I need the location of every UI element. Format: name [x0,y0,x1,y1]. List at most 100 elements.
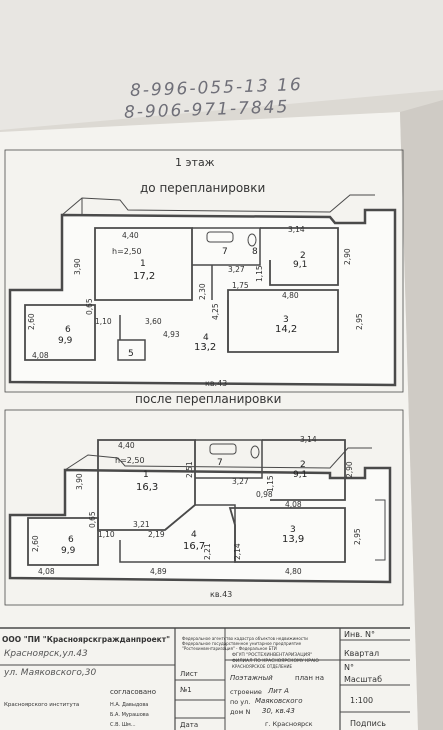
bti-line-5: ФИЛИАЛ ПО КРАСНОЯРСКОМУ КРАЮ [232,658,319,664]
after-bath-wall [195,439,263,479]
before-room-1-area: 17,2 [133,271,155,282]
stamp-sheet-label: Лист [180,670,198,678]
before-dim-15: 2,95 [355,313,364,330]
stamp-scale-label: Масштаб [344,675,382,684]
after-stair-label: кв.43 [210,590,232,599]
paper-shadow [400,100,443,730]
before-room-4-area: 13,2 [194,342,216,353]
after-room-3-wall [228,507,346,563]
after-frame [4,409,404,606]
bti-line-6: КРАСНОЯРСКОЕ ОТДЕЛЕНИЕ [232,664,292,669]
before-dim-12: 1,10 [95,317,112,326]
stamp-approved: согласовано [110,688,156,696]
before-dim-11: 0,65 [85,298,94,315]
after-room-4-wall [119,504,236,563]
after-room-6-area: 9,9 [61,546,76,556]
after-dim-14: 2,19 [148,530,165,539]
after-toilet [250,445,260,459]
before-dim-7: 1,15 [255,265,264,282]
after-room-1-area: 16,3 [136,482,158,493]
after-dim-4: 2,90 [345,461,354,478]
before-dim-9: 4,80 [282,291,299,300]
after-room-4-num: 4 [191,530,197,540]
stamp-scale-val: 1:100 [350,696,373,705]
stamp-person-2: Б.А. Мурашова [110,712,149,718]
after-room-1-num: 1 [143,470,149,480]
after-room-7-num: 7 [217,458,223,468]
after-dim-11: 0,65 [88,511,97,528]
before-dim-4: 2,90 [343,248,352,265]
before-dim-10: 2,60 [27,313,36,330]
before-room-6-area: 9,9 [58,336,73,346]
after-dim-15: 2,21 [203,543,212,560]
after-room-4-area: 16,7 [183,541,205,552]
before-dim-8: 1,75 [232,281,249,290]
stamp-institute: Красноярского института [4,702,79,708]
stamp-inv-label: Инв. N° [344,630,375,639]
before-room-5-wall [117,339,146,361]
after-dim-5: 2,51 [185,461,194,478]
after-dim-20: 4,80 [285,567,302,576]
before-room-1-num: 1 [140,259,146,269]
after-room-3-area: 13,9 [282,534,304,545]
before-partitions [119,265,229,352]
stamp-date-label: Дата [180,721,198,729]
stamp-quarter-label: Квартал [344,649,379,658]
bti-line-4: ФГУП "РОСТЕХИНВЕНТАРИЗАЦИЯ" [232,652,312,658]
after-dim-18: 4,08 [38,567,55,576]
stamp-plan-of: план на [295,674,324,682]
stamp-building-val: Лит А [267,687,289,695]
after-room-2-wall [262,439,346,501]
after-dim-2: 3,14 [300,435,317,444]
stamp-org: ООО "ПИ "Красноярскгражданпроект" [2,635,170,644]
before-room-5-num: 5 [128,349,134,359]
before-outer-wall [8,208,397,387]
before-stair-label: кв.43 [205,379,227,388]
before-room-4-num: 4 [203,333,209,343]
before-dim-5: 2,30 [198,283,207,300]
after-bathtub [209,443,237,455]
after-dim-7: 0,98 [256,490,273,499]
after-balcony [375,499,386,561]
stamp-house-label: дом N [230,708,250,716]
stamp-hand-2: ул. Маяковского,30 [3,668,96,678]
after-room-6-wall [27,517,99,566]
after-dim-3: 3,90 [75,473,84,490]
after-room-3-num: 3 [290,525,296,535]
bti-line-1: Федеральное агентство кадастра объектов … [182,636,308,641]
before-dim-6: 3,27 [228,265,245,274]
floor-title: 1 этаж [175,156,215,169]
before-room-3-area: 14,2 [275,324,297,335]
stamp-building-label: строение [230,688,262,696]
before-room-8-num: 8 [252,247,258,257]
after-dim-13: 3,21 [133,520,150,529]
after-dim-9: 4,08 [285,500,302,509]
before-room-1-wall [94,227,193,301]
after-room-2-area: 9,1 [293,470,307,480]
after-room-6-num: 6 [68,535,74,545]
after-dim-12: 1,10 [98,530,115,539]
after-height-label: h=2,50 [115,456,145,465]
stamp-plan-label: Поэтажный [230,674,273,682]
stamp-city-val: г. Красноярск [265,720,313,728]
bti-line-3: "Ростехинвентаризация" - Федеральное БТИ [182,646,277,651]
before-room-7-num: 7 [222,247,228,257]
before-dim-14: 4,93 [163,330,180,339]
before-bathtub [206,231,234,243]
stamp-sheet-num: №1 [180,686,192,694]
before-room-2-area: 9,1 [293,260,307,270]
after-outer-wall [8,466,392,584]
top-paper-strip [0,0,443,130]
before-dim-2: 3,14 [288,225,305,234]
stamp-person-1: Н.А. Давыдова [110,702,148,708]
before-dim-1: 4,40 [122,231,139,240]
stamp-street-label: по ул. [230,698,250,706]
stamp-signature-label: Подпись [350,719,386,728]
before-room-2-wall [260,227,339,286]
after-dim-6: 3,27 [232,477,249,486]
before-bath-wall [192,227,261,266]
before-dim-13: 3,60 [145,317,162,326]
after-title: после перепланировки [135,392,281,406]
